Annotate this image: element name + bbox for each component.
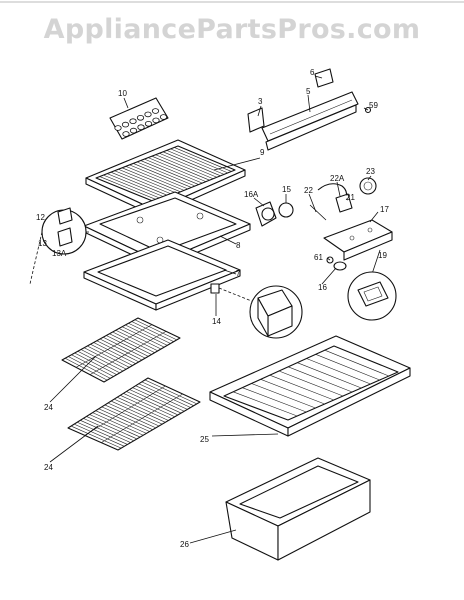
callout-6: 6 [310,68,315,77]
callout-15: 15 [282,185,291,194]
callout-17: 17 [380,205,389,214]
callout-8: 8 [236,241,241,250]
watermark: AppliancePartsPros.com [43,14,421,45]
callout-24-upper: 24 [44,403,53,412]
callout-10: 10 [118,89,127,98]
callout-22: 22 [304,186,313,195]
lamp-shield[interactable] [333,261,347,271]
callout-61: 61 [314,253,323,262]
light-bulb[interactable] [278,202,294,218]
shelf-rail-assembly[interactable] [247,68,372,151]
lower-shelf-frame[interactable] [83,239,241,311]
callout-12: 12 [36,213,45,222]
callout-7: 7 [236,269,241,278]
control-housing[interactable] [323,219,393,261]
lamp-socket[interactable] [255,201,277,227]
wire-shelf-upper[interactable] [61,317,181,383]
leader-lines [49,75,379,544]
callout-13A: 13A [52,249,67,258]
control-knob[interactable] [359,177,377,195]
callout-14: 14 [212,317,221,326]
wire-shelf-lower[interactable] [67,377,201,451]
crisper-drawer[interactable] [225,457,371,561]
door-switch[interactable] [210,283,303,339]
thermostat[interactable] [335,193,353,213]
shelf-support-detail[interactable] [29,207,90,285]
callout-19: 19 [378,251,387,260]
callout-9: 9 [260,148,265,157]
callout-59: 59 [369,101,378,110]
callout-23: 23 [366,167,375,176]
callout-labels: 10 6 5 3 59 9 23 22A 22 21 16A 15 17 8 1… [36,68,389,549]
callout-22A: 22A [330,174,345,183]
switch-detail[interactable] [347,249,397,321]
callout-3: 3 [258,97,263,106]
callout-16: 16 [318,283,327,292]
egg-tray[interactable] [109,97,169,140]
callout-21: 21 [346,193,355,202]
crisper-cover[interactable] [209,335,411,437]
callout-26: 26 [180,540,189,549]
callout-25: 25 [200,435,209,444]
callout-13: 13 [38,239,47,248]
callout-24-lower: 24 [44,463,53,472]
callout-5: 5 [306,87,311,96]
callout-16A: 16A [244,190,259,199]
